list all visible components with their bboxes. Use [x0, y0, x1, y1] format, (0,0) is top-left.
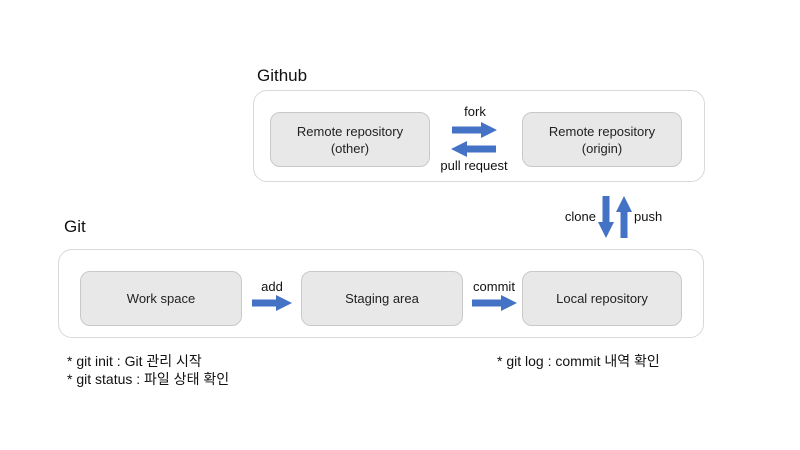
note-git-status: * git status : 파일 상태 확인	[67, 371, 230, 387]
staging-area-box: Staging area	[301, 271, 463, 326]
note-git-log: * git log : commit 내역 확인	[497, 353, 660, 369]
remote-repository-origin-box: Remote repository (origin)	[522, 112, 682, 167]
remote-repository-other-label-line2: (other)	[330, 140, 370, 156]
fork-arrow-right-icon	[452, 122, 497, 138]
clone-arrow-label: clone	[564, 209, 596, 224]
remote-repository-origin-label-line2: (origin)	[581, 140, 623, 156]
github-section-title: Github	[257, 66, 308, 85]
local-repository-label: Local repository	[556, 291, 648, 306]
pull-request-arrow-left-icon	[451, 141, 496, 157]
staging-area-label: Staging area	[345, 291, 419, 306]
git-section-title: Git	[64, 217, 86, 236]
remote-repository-other-label-line1: Remote repository	[296, 123, 404, 139]
local-repository-box: Local repository	[522, 271, 682, 326]
commit-arrow-label: commit	[473, 279, 515, 294]
work-space-box: Work space	[80, 271, 242, 326]
note-git-init: * git init : Git 관리 시작	[67, 353, 202, 369]
remote-repository-origin-label-line1: Remote repository	[548, 123, 656, 139]
push-arrow-up-icon	[616, 196, 632, 238]
push-arrow-label: push	[634, 209, 663, 224]
fork-arrow-label: fork	[464, 104, 486, 119]
commit-arrow-right-icon	[472, 295, 517, 311]
clone-arrow-down-icon	[598, 196, 614, 238]
pull-request-arrow-label: pull request	[440, 158, 508, 173]
work-space-label: Work space	[126, 291, 196, 306]
add-arrow-label: add	[261, 279, 283, 294]
remote-repository-other-box: Remote repository (other)	[270, 112, 430, 167]
add-arrow-right-icon	[252, 295, 292, 311]
